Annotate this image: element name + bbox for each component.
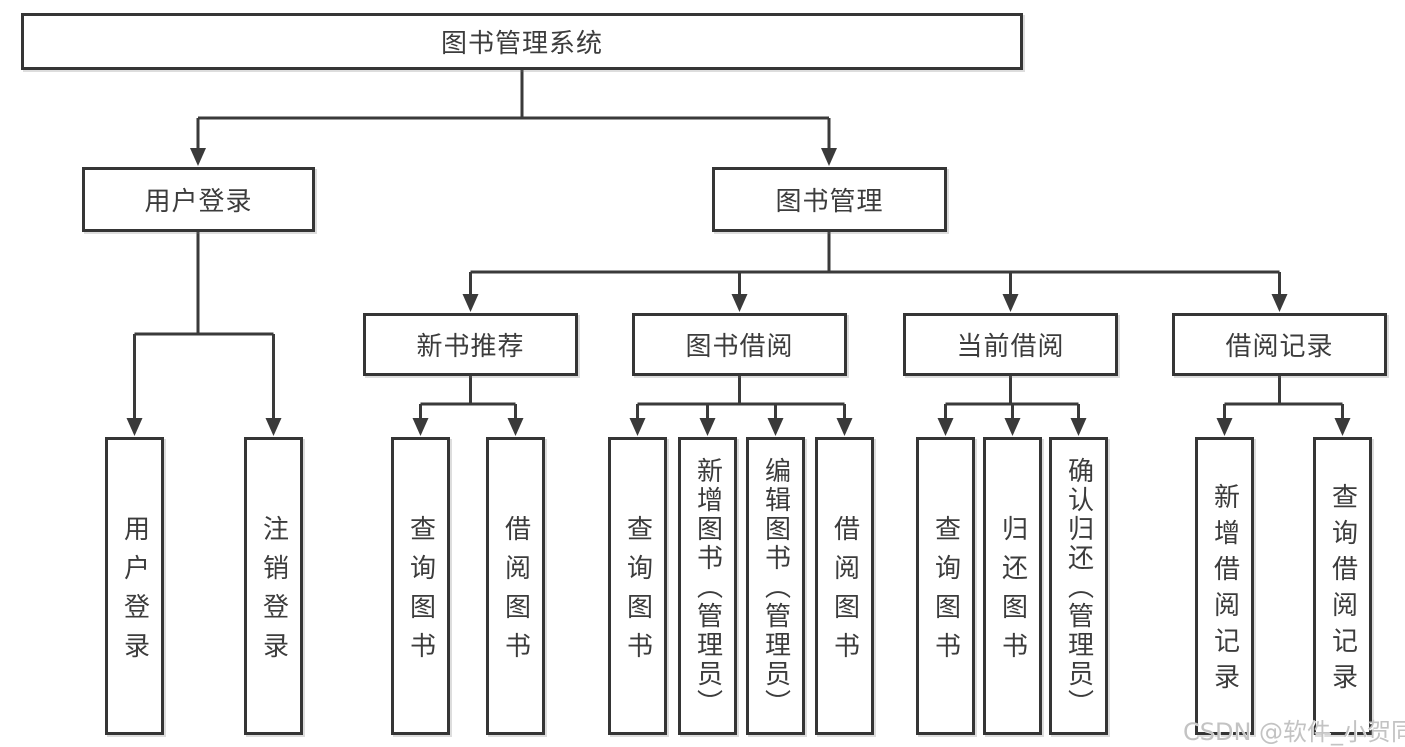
leaf-records-add-record: 新增借阅记录	[1195, 437, 1254, 735]
leaf-newbook-borrow-books: 借阅图书	[486, 437, 545, 735]
edge-bookmgmt-children	[469, 232, 1281, 295]
edge-records-children	[1223, 376, 1344, 419]
edge-newbook-children	[419, 376, 517, 419]
leaf-current-query-books-label: 查询图书	[930, 514, 961, 671]
leaf-records-query-record-label: 查询借阅记录	[1327, 483, 1358, 699]
leaf-newbook-borrow-books-label: 借阅图书	[500, 514, 531, 671]
node-user-login-label: 用户登录	[144, 187, 253, 217]
node-current-borrow-label: 当前借阅	[956, 332, 1065, 362]
leaf-borrow-borrow-books: 借阅图书	[815, 437, 874, 735]
node-root-library-system: 图书管理系统	[21, 13, 1023, 70]
leaf-borrow-borrow-books-label: 借阅图书	[829, 514, 860, 671]
node-new-book-recommend-label: 新书推荐	[416, 332, 525, 362]
leaf-current-query-books: 查询图书	[916, 437, 975, 735]
node-user-login: 用户登录	[82, 167, 315, 232]
node-new-book-recommend: 新书推荐	[363, 313, 578, 376]
leaf-borrow-add-books-admin: 新增图书（管理员）	[678, 437, 737, 735]
leaf-borrow-query-books: 查询图书	[608, 437, 667, 735]
node-book-borrow: 图书借阅	[632, 313, 847, 376]
edge-bookborrow-children	[636, 376, 846, 419]
edge-root-children	[196, 70, 831, 149]
leaf-user-login: 用户登录	[105, 437, 164, 735]
leaf-borrow-edit-books-admin-label: 编辑图书（管理员）	[760, 457, 791, 718]
leaf-logout-login-label: 注销登录	[258, 514, 289, 671]
leaf-current-confirm-return-admin-label: 确认归还（管理员）	[1063, 457, 1094, 718]
leaf-current-return-books: 归还图书	[983, 437, 1042, 735]
edge-currentborrow-children	[944, 376, 1080, 419]
leaf-current-return-books-label: 归还图书	[997, 514, 1028, 671]
node-current-borrow: 当前借阅	[903, 313, 1118, 376]
node-book-management: 图书管理	[712, 167, 947, 232]
leaf-user-login-label: 用户登录	[119, 514, 150, 671]
edge-userlogin-children	[133, 232, 275, 419]
leaf-borrow-edit-books-admin: 编辑图书（管理员）	[746, 437, 805, 735]
node-book-management-label: 图书管理	[775, 187, 884, 217]
leaf-logout-login: 注销登录	[244, 437, 303, 735]
leaf-newbook-query-books-label: 查询图书	[405, 514, 436, 671]
node-borrow-records-label: 借阅记录	[1225, 332, 1334, 362]
leaf-records-add-record-label: 新增借阅记录	[1209, 483, 1240, 699]
leaf-records-query-record: 查询借阅记录	[1313, 437, 1372, 735]
csdn-watermark: CSDN @软件_小贺同学	[1183, 718, 1405, 746]
leaf-borrow-query-books-label: 查询图书	[622, 514, 653, 671]
leaf-current-confirm-return-admin: 确认归还（管理员）	[1049, 437, 1108, 735]
node-borrow-records: 借阅记录	[1172, 313, 1387, 376]
node-book-borrow-label: 图书借阅	[685, 332, 794, 362]
leaf-newbook-query-books: 查询图书	[391, 437, 450, 735]
node-root-label: 图书管理系统	[440, 29, 603, 59]
leaf-borrow-add-books-admin-label: 新增图书（管理员）	[692, 457, 723, 718]
